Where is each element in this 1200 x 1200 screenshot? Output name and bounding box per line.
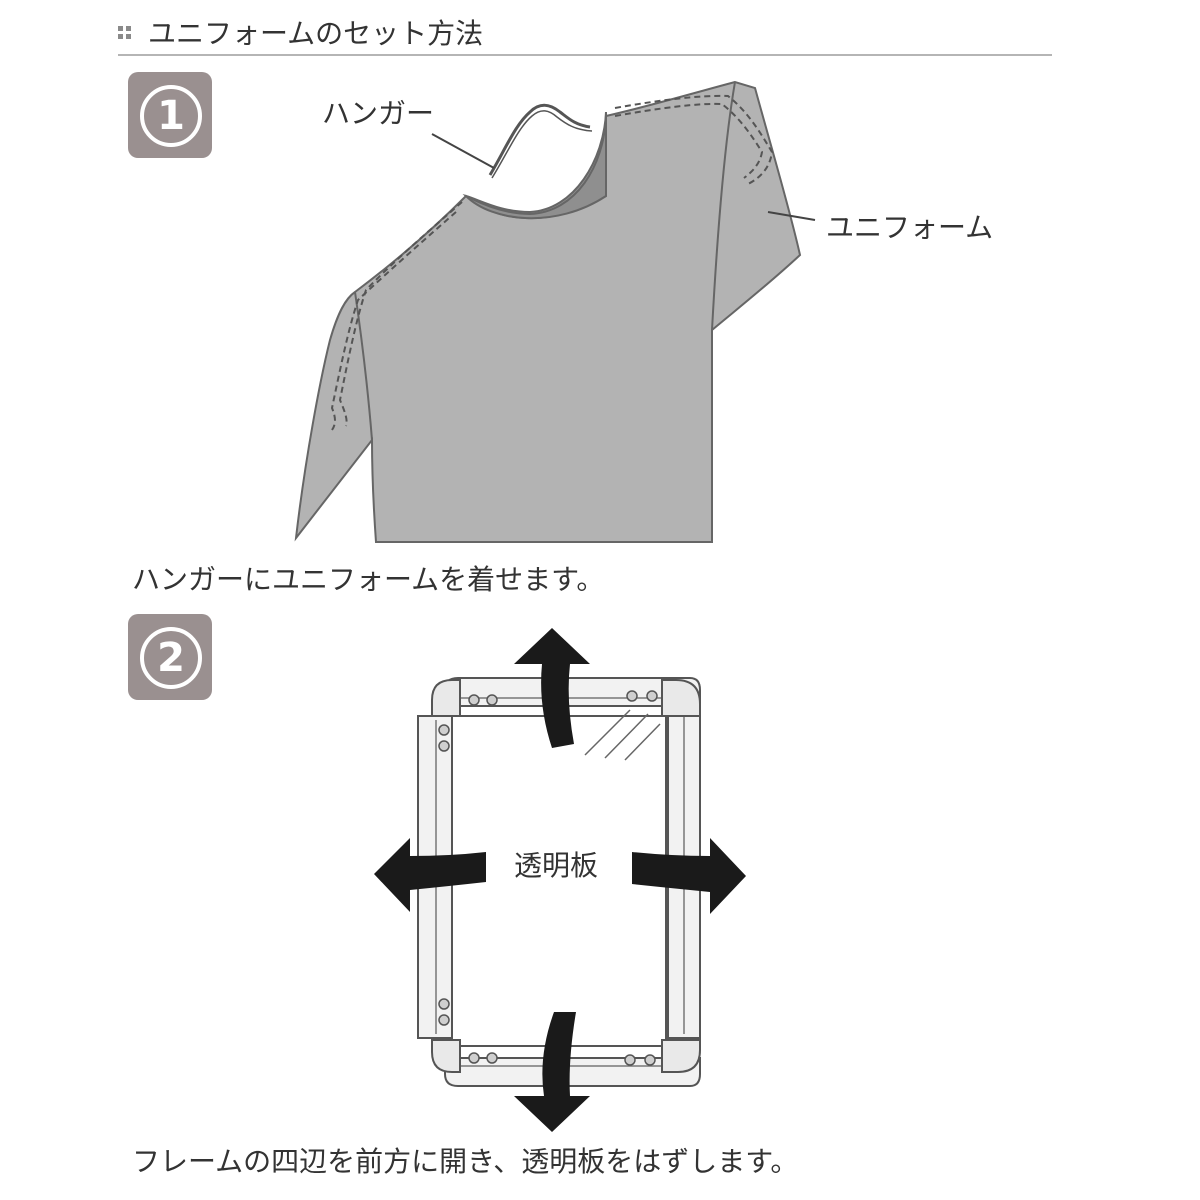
step-1-number: 1 [140,85,202,147]
hanger-label: ハンガー [322,97,435,130]
shirt-collar [462,111,607,220]
frame-corner-bottom-left [431,1039,461,1073]
arrow-left [374,838,486,912]
shirt-illustration [294,80,816,543]
hanger-hook [488,103,591,176]
step-2-caption: フレームの四辺を前方に開き、透明板をはずします。 [132,1145,799,1178]
step-2-badge: 2 [128,614,212,700]
arrow-up [514,628,590,748]
frame-bottom-bar [444,1057,701,1087]
hanger-leader-line [431,133,495,169]
uniform-leader-line [767,211,816,221]
uniform-label: ユニフォーム [826,211,994,244]
frame-corner-bottom-right [661,1039,701,1073]
arrow-right [632,838,746,914]
grid-dots-icon [118,26,134,42]
frame-corner-top-right [661,679,701,717]
section-title: ユニフォームのセット方法 [148,17,484,50]
step-1-caption: ハンガーにユニフォームを着せます。 [132,563,605,596]
step-2-number: 2 [140,627,202,689]
open-arrows [374,628,746,1132]
transparent-panel [451,715,667,1047]
step-1-badge: 1 [128,72,212,158]
panel-label: 透明板 [514,849,599,882]
frame-corner-top-left [431,679,461,717]
arrow-down [514,1012,590,1132]
section-header: ユニフォームのセット方法 [118,14,1052,56]
